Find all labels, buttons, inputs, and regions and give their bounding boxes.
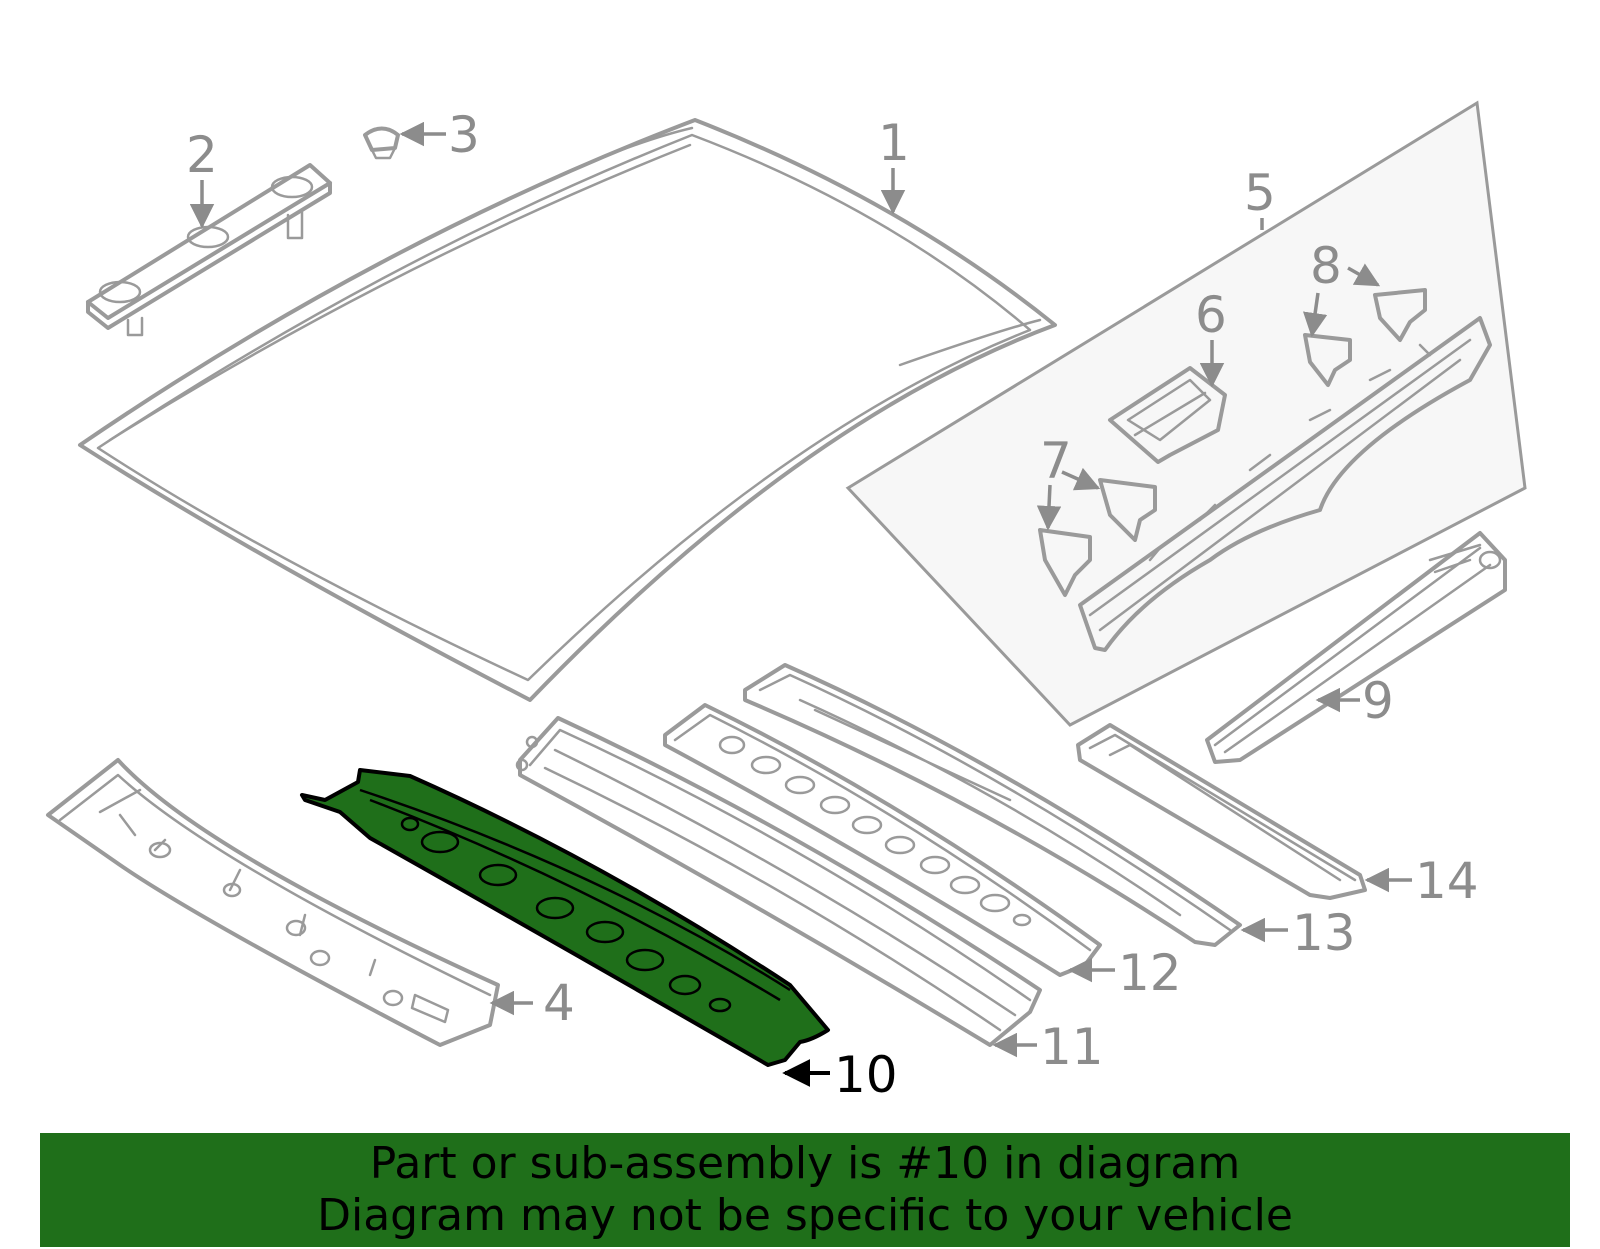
callout-7: 7 — [1040, 432, 1072, 490]
callout-8: 8 — [1310, 237, 1342, 295]
part-14-rear-header — [1076, 723, 1367, 900]
callout-11: 11 — [1040, 1018, 1104, 1076]
part-10-roof-bow-highlighted — [300, 768, 830, 1067]
callout-9: 9 — [1362, 672, 1394, 730]
part-9-rear-rail — [1205, 531, 1507, 764]
part-3-clip — [363, 126, 400, 160]
leader-arrows — [189, 121, 1412, 1087]
part-6-hinge-bracket — [1108, 366, 1227, 464]
callout-2: 2 — [186, 126, 218, 184]
info-banner: Part or sub-assembly is #10 in diagram D… — [40, 1133, 1570, 1247]
callout-10: 10 — [834, 1046, 898, 1104]
callout-14: 14 — [1415, 852, 1479, 910]
callout-3: 3 — [448, 106, 480, 164]
banner-line-part-number: Part or sub-assembly is #10 in diagram — [369, 1138, 1241, 1189]
callout-6: 6 — [1195, 286, 1227, 344]
part-1-roof-panel — [78, 118, 1057, 702]
callout-12: 12 — [1118, 944, 1182, 1002]
part-5-side-rail-assembly — [845, 100, 1527, 727]
part-2-bracket — [86, 163, 332, 337]
callout-1: 1 — [878, 114, 910, 172]
callout-4: 4 — [543, 974, 575, 1032]
callout-13: 13 — [1292, 904, 1356, 962]
part-8-brackets — [1303, 288, 1427, 387]
part-7-brackets — [1038, 478, 1157, 597]
banner-line-disclaimer: Diagram may not be specific to your vehi… — [317, 1190, 1293, 1241]
part-11-roof-bow — [515, 716, 1042, 1047]
part-4-front-header — [46, 758, 500, 1047]
callout-5: 5 — [1244, 164, 1276, 222]
part-13-roof-bow — [743, 663, 1242, 947]
